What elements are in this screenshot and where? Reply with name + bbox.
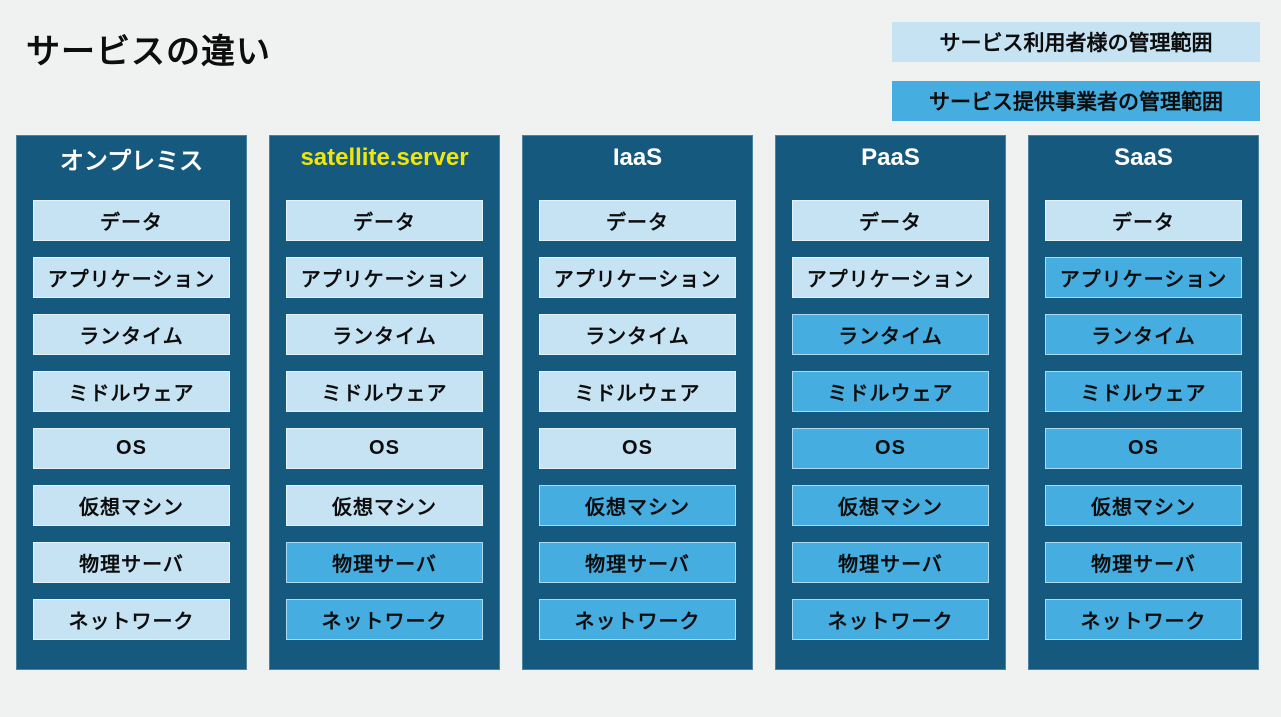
- column-title-satellite-server: satellite.server: [300, 144, 469, 171]
- layer-cell: ミドルウェア: [539, 371, 736, 412]
- layer-cell: 物理サーバ: [286, 542, 483, 583]
- service-column-paas: PaaS データアプリケーションランタイムミドルウェア OS 仮想マシン物理サーバネッ…: [775, 135, 1006, 670]
- layer-cell: OS: [792, 428, 989, 469]
- layer-cell: データ: [539, 200, 736, 241]
- layer-cell: ネットワーク: [33, 599, 230, 640]
- layer-cell: ランタイム: [539, 314, 736, 355]
- layer-cell: 物理サーバ: [1045, 542, 1242, 583]
- legend: サービス利用者様の管理範囲 サービス提供事業者の管理範囲: [892, 22, 1260, 121]
- legend-provider-scope: サービス提供事業者の管理範囲: [892, 81, 1260, 121]
- layer-stack: データアプリケーションランタイムミドルウェア OS 仮想マシン物理サーバネットワーク: [792, 200, 989, 640]
- service-column-saas: SaaS データアプリケーションランタイムミドルウェア OS 仮想マシン物理サーバネッ…: [1028, 135, 1259, 670]
- layer-cell: データ: [286, 200, 483, 241]
- service-column-satellite-server: satellite.server データアプリケーションランタイムミドルウェア OS…: [269, 135, 500, 670]
- layer-cell: ネットワーク: [286, 599, 483, 640]
- layer-cell: 物理サーバ: [539, 542, 736, 583]
- layer-cell: ランタイム: [33, 314, 230, 355]
- layer-stack: データアプリケーションランタイムミドルウェア OS 仮想マシン物理サーバネットワーク: [286, 200, 483, 640]
- layer-cell: OS: [286, 428, 483, 469]
- column-title-paas: PaaS: [861, 144, 920, 171]
- layer-cell: ミドルウェア: [33, 371, 230, 412]
- layer-cell: データ: [1045, 200, 1242, 241]
- layer-cell: アプリケーション: [286, 257, 483, 298]
- layer-cell: ネットワーク: [539, 599, 736, 640]
- layer-cell: 仮想マシン: [792, 485, 989, 526]
- column-title-saas: SaaS: [1114, 144, 1173, 171]
- layer-cell: ミドルウェア: [286, 371, 483, 412]
- layer-cell: ネットワーク: [792, 599, 989, 640]
- service-column-iaas: IaaS データアプリケーションランタイムミドルウェア OS 仮想マシン物理サーバネッ…: [522, 135, 753, 670]
- layer-cell: ネットワーク: [1045, 599, 1242, 640]
- layer-cell: 物理サーバ: [33, 542, 230, 583]
- layer-cell: ミドルウェア: [1045, 371, 1242, 412]
- layer-cell: アプリケーション: [792, 257, 989, 298]
- layer-cell: データ: [33, 200, 230, 241]
- layer-cell: OS: [539, 428, 736, 469]
- legend-user-scope: サービス利用者様の管理範囲: [892, 22, 1260, 62]
- layer-cell: データ: [792, 200, 989, 241]
- layer-cell: 仮想マシン: [33, 485, 230, 526]
- service-column-onpremise: オンプレミスデータアプリケーションランタイムミドルウェア OS 仮想マシン物理サーバ…: [16, 135, 247, 670]
- layer-cell: OS: [33, 428, 230, 469]
- layer-cell: ランタイム: [792, 314, 989, 355]
- layer-cell: 仮想マシン: [539, 485, 736, 526]
- column-title-iaas: IaaS: [612, 144, 663, 171]
- layer-cell: 仮想マシン: [1045, 485, 1242, 526]
- layer-cell: OS: [1045, 428, 1242, 469]
- layer-cell: アプリケーション: [1045, 257, 1242, 298]
- column-title-onpremise: オンプレミス: [59, 147, 204, 175]
- layer-stack: データアプリケーションランタイムミドルウェア OS 仮想マシン物理サーバネットワーク: [539, 200, 736, 640]
- layer-cell: ランタイム: [286, 314, 483, 355]
- page-title: サービスの違い: [26, 33, 271, 71]
- layer-cell: 物理サーバ: [792, 542, 989, 583]
- layer-stack: データアプリケーションランタイムミドルウェア OS 仮想マシン物理サーバネットワーク: [33, 200, 230, 640]
- layer-cell: アプリケーション: [539, 257, 736, 298]
- layer-stack: データアプリケーションランタイムミドルウェア OS 仮想マシン物理サーバネットワーク: [1045, 200, 1242, 640]
- layer-cell: アプリケーション: [33, 257, 230, 298]
- layer-cell: ランタイム: [1045, 314, 1242, 355]
- layer-cell: 仮想マシン: [286, 485, 483, 526]
- layer-cell: ミドルウェア: [792, 371, 989, 412]
